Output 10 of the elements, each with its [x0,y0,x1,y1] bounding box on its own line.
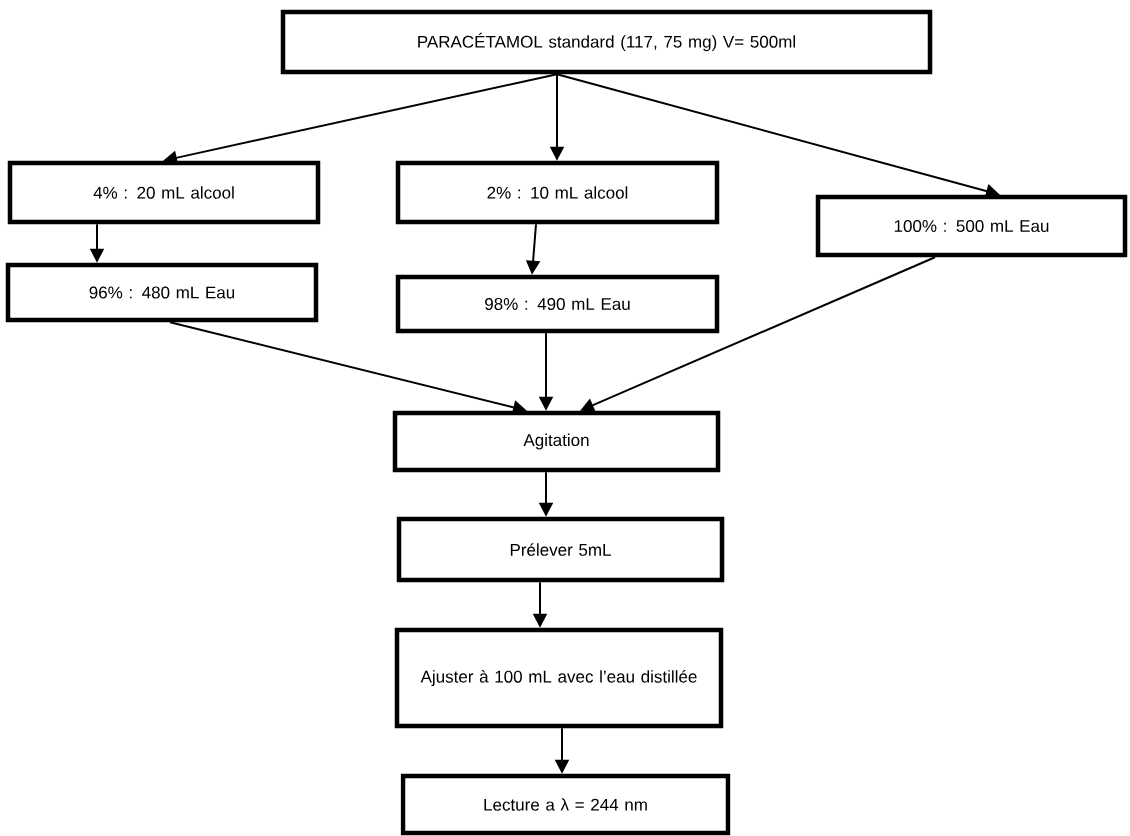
process-box: PARACÉTAMOL standard (117, 75 mg) V= 500ml [280,9,933,75]
process-box: Ajuster à 100 mL avec l’eau distillée [394,627,724,729]
process-box: Lecture a λ = 244 nm [400,773,731,836]
process-box: 98% : 490 mL Eau [395,274,720,334]
process-box: Agitation [392,410,721,473]
process-box: 4% : 20 mL alcool [7,160,321,225]
process-box: 2% : 10 mL alcool [395,160,720,225]
process-box: 100% : 500 mL Eau [815,194,1128,258]
process-box: 96% : 480 mL Eau [5,262,319,323]
process-box: Prélever 5mL [396,516,725,583]
